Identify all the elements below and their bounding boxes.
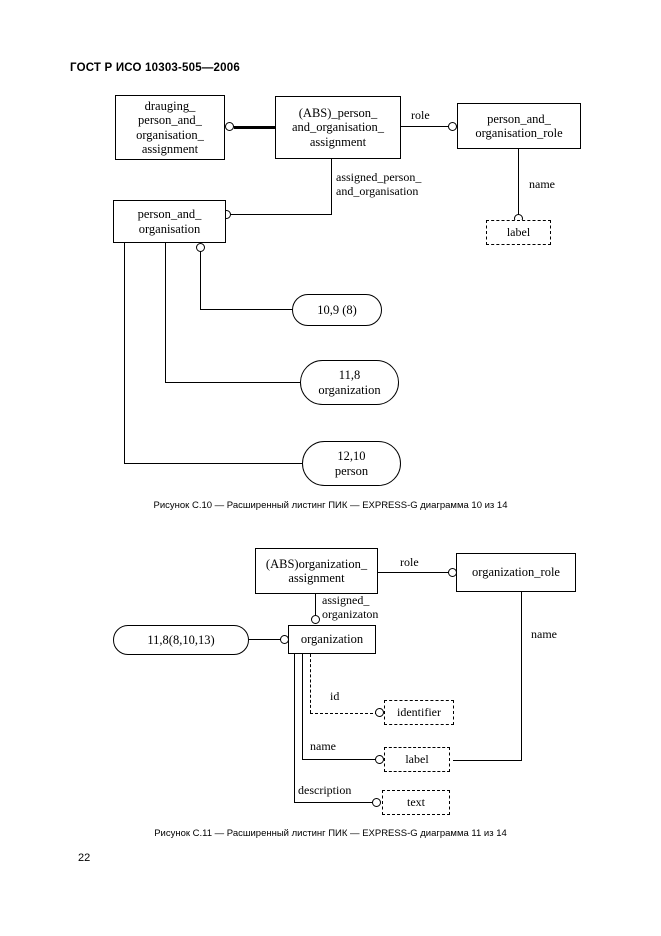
relationship-circle-assigned-organizaton (311, 615, 320, 624)
entity-person-and-organisation[interactable]: person_and_ organisation (113, 200, 226, 243)
entity-drauging-person-and-organisation-assignment[interactable]: drauging_ person_and_ organisation_ assi… (115, 95, 225, 160)
link-pageref-c11 (249, 639, 283, 641)
link-description-vertical (294, 654, 296, 803)
attribute-label-description: description (298, 783, 352, 797)
link-name-attr-vertical (302, 654, 304, 760)
page-ref-11-8-8-10-13[interactable]: 11,8(8,10,13) (113, 625, 249, 655)
link-name-c11-horizontal (453, 760, 522, 762)
relationship-circle-name-attr (375, 755, 384, 764)
type-box-identifier[interactable]: identifier (384, 700, 454, 725)
figure-c11-caption: Рисунок С.11 — Расширенный листинг ПИК —… (154, 828, 507, 839)
link-supertype-drauging (234, 126, 275, 129)
page-ref-10-9-8[interactable]: 10,9 (8) (292, 294, 382, 326)
type-box-label-c10[interactable]: label (486, 220, 551, 245)
link-name-c11-vertical (521, 592, 523, 761)
link-pageref-1-horizontal (200, 309, 297, 311)
attribute-label-name-c11: name (310, 739, 336, 753)
attribute-label-assigned-organizaton: assigned_ organizaton (322, 593, 379, 621)
type-box-label-c11[interactable]: label (384, 747, 450, 772)
page-number: 22 (78, 852, 91, 864)
attribute-label-role-c11: role (400, 555, 419, 569)
link-pageref-2-vertical (165, 243, 167, 383)
link-role-c11 (378, 572, 450, 574)
relationship-circle-id (375, 708, 384, 717)
standard-header: ГОСТ Р ИСО 10303-505—2006 (70, 62, 240, 74)
attribute-label-id: id (330, 689, 340, 703)
type-box-text[interactable]: text (382, 790, 450, 815)
relationship-circle-role-c10 (448, 122, 457, 131)
attribute-label-name-role-c11: name (531, 627, 557, 641)
entity-organization[interactable]: organization (288, 625, 376, 654)
link-id-vertical (310, 654, 311, 713)
link-assigned-person-vertical (331, 159, 333, 215)
entity-person-and-organisation-role[interactable]: person_and_ organisation_role (457, 103, 581, 149)
link-name-attr-horizontal (302, 759, 378, 761)
entity-abs-organization-assignment[interactable]: (ABS)organization_ assignment (255, 548, 378, 594)
attribute-label-role-c10: role (411, 108, 430, 122)
page-ref-12-10-person[interactable]: 12,10 person (302, 441, 401, 486)
link-assigned-person-horizontal (225, 214, 332, 216)
relationship-circle-drauging (225, 122, 234, 131)
link-pageref-2-horizontal (165, 382, 304, 384)
link-pageref-3-vertical (124, 243, 126, 464)
attribute-label-name-c10: name (529, 177, 555, 191)
attribute-label-assigned-person-and-organisation: assigned_person_ and_organisation (336, 170, 422, 198)
entity-organization-role[interactable]: organization_role (456, 553, 576, 592)
link-role-c10 (401, 126, 451, 128)
link-description-horizontal (294, 802, 375, 804)
link-name-c10 (518, 149, 520, 216)
entity-abs-person-and-organisation-assignment[interactable]: (ABS)_person_ and_organisation_ assignme… (275, 96, 401, 159)
figure-c10-caption: Рисунок С.10 — Расширенный листинг ПИК —… (153, 500, 508, 511)
relationship-circle-description (372, 798, 381, 807)
link-pageref-1-vertical (200, 251, 202, 310)
link-id-horizontal (310, 713, 378, 714)
page-ref-11-8-organization[interactable]: 11,8 organization (300, 360, 399, 405)
relationship-circle-pageref-c11 (280, 635, 289, 644)
link-assigned-organizaton (315, 594, 317, 618)
link-pageref-3-horizontal (124, 463, 306, 465)
